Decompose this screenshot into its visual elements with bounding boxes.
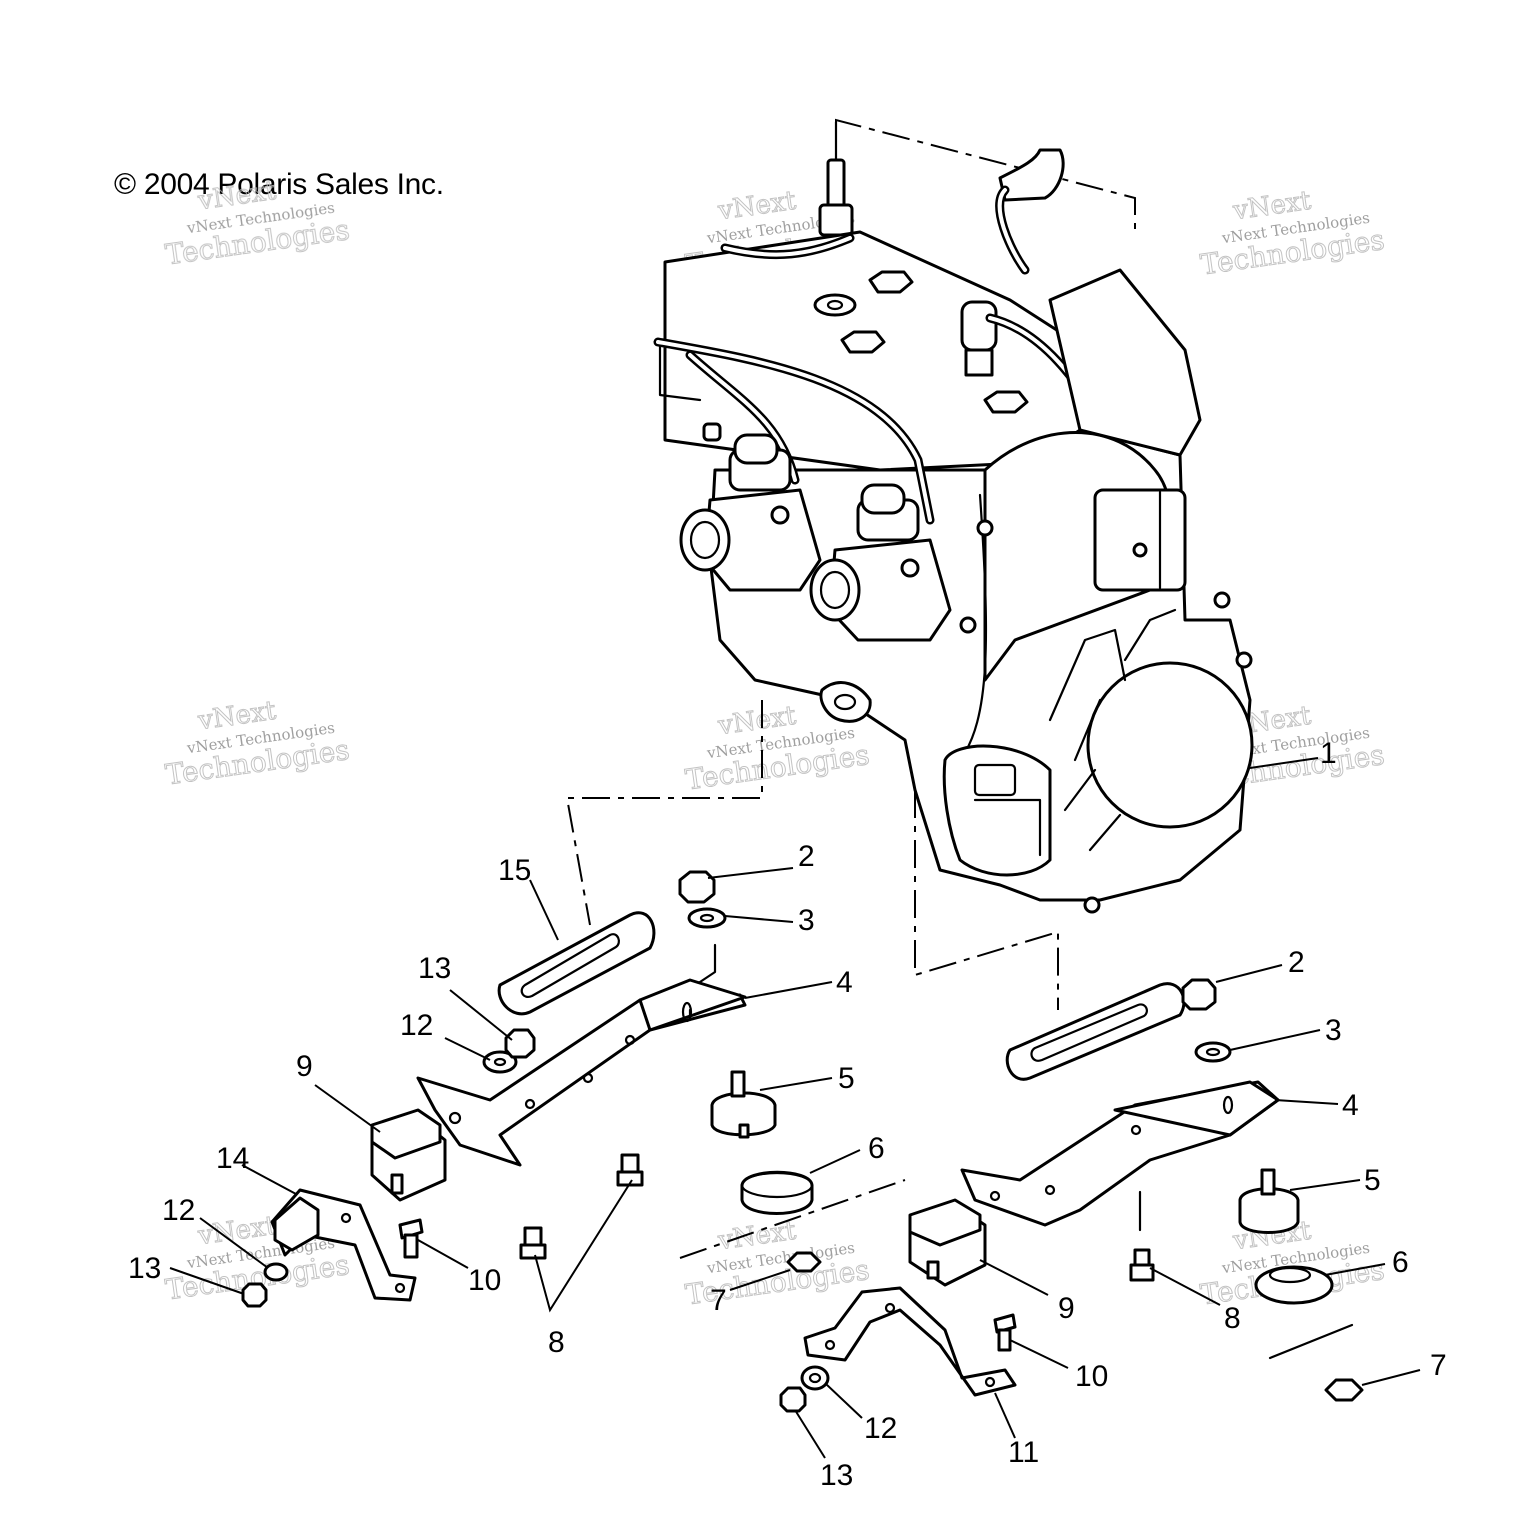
callout-3-right: 3 — [1325, 1014, 1342, 1047]
callout-11: 11 — [1008, 1436, 1039, 1469]
callout-12-left: 12 — [162, 1194, 195, 1227]
recoil-starter-handle — [942, 744, 1052, 877]
washer-12-bottom — [800, 1365, 830, 1391]
spark-plug-hex — [818, 203, 854, 237]
cooling-fins — [1048, 608, 1177, 852]
nut-13-left — [241, 1282, 268, 1308]
block-bolt-1 — [976, 519, 994, 537]
bolt-8-left-b — [519, 1226, 547, 1260]
rubber-mount-5-right — [1238, 1168, 1300, 1234]
nut-13-bottom — [779, 1386, 807, 1413]
callout-14: 14 — [216, 1142, 249, 1175]
nut-7-left — [786, 1251, 822, 1273]
callout-4-right: 4 — [1342, 1089, 1359, 1122]
spacer-6-left — [740, 1170, 814, 1215]
engine-assembly — [653, 118, 1254, 914]
block-bolt-5 — [1083, 896, 1101, 914]
head-bolt-1 — [868, 270, 914, 294]
block-bolt-3 — [1213, 591, 1231, 609]
engine-bracket-4-right — [960, 1080, 1280, 1227]
isolator-9-left — [370, 1108, 447, 1202]
bolt-8-left-a — [616, 1153, 644, 1187]
callout-12-upper: 12 — [400, 1009, 433, 1042]
block-bolt-2 — [959, 616, 977, 634]
callout-9-left: 9 — [296, 1050, 313, 1083]
magneto-cover — [1048, 268, 1202, 457]
mount-plate-15-right — [1005, 982, 1186, 1081]
callout-10-left: 10 — [468, 1264, 501, 1297]
bolt-8-right — [1129, 1248, 1155, 1282]
callout-8-right: 8 — [1224, 1302, 1241, 1335]
spacer-6-right — [1254, 1265, 1334, 1305]
callout-3-left: 3 — [798, 904, 815, 937]
nut-13-upper — [504, 1028, 536, 1059]
callout-13-upper: 13 — [418, 952, 451, 985]
nut-2-left — [678, 870, 716, 904]
washer-3-right — [1194, 1041, 1232, 1063]
callout-numbers: 1 2 3 4 5 6 7 8 9 10 11 12 12 12 13 13 1… — [128, 737, 1447, 1492]
carburetor-inlet-right — [809, 558, 861, 622]
mount-bracket-14 — [270, 1188, 417, 1302]
callout-5-left: 5 — [838, 1062, 855, 1095]
guide-line-lower-right — [1268, 1323, 1354, 1360]
guide-line-lower-left — [679, 1179, 906, 1259]
callout-2-right: 2 — [1288, 946, 1305, 979]
callout-7-right: 7 — [1430, 1349, 1447, 1382]
callout-12-bottom: 12 — [864, 1412, 897, 1445]
spark-plug-cap — [998, 148, 1065, 202]
spark-plug-washer — [813, 293, 857, 317]
spark-plug-cap-2 — [960, 300, 998, 352]
callout-15: 15 — [498, 854, 531, 887]
callout-6-left: 6 — [868, 1132, 885, 1165]
isolator-9-right — [908, 1198, 987, 1287]
copyright-notice: © 2004 Polaris Sales Inc. — [114, 168, 444, 201]
callout-13-bottom: 13 — [820, 1459, 853, 1492]
callout-4-left: 4 — [836, 966, 853, 999]
spark-plug — [826, 158, 846, 212]
mount-plate-15-left — [497, 911, 656, 1016]
callout-1: 1 — [1320, 737, 1337, 770]
carburetor-inlet-left — [679, 508, 731, 572]
callout-6-right: 6 — [1392, 1246, 1409, 1279]
carburetor-right — [809, 483, 952, 642]
leader-lines — [169, 757, 1421, 1459]
mount-bracket-11 — [803, 1286, 1017, 1397]
head-bolt-3 — [983, 390, 1029, 414]
rubber-mount-5-left — [710, 1070, 777, 1139]
nut-7-right — [1324, 1378, 1364, 1402]
bolt-10-right — [993, 1313, 1017, 1352]
head-plug — [702, 422, 722, 442]
callout-10-right: 10 — [1075, 1360, 1108, 1393]
spark-plug-guide-line — [835, 118, 1136, 232]
callout-5-right: 5 — [1364, 1164, 1381, 1197]
guide-line-left — [565, 700, 763, 926]
carburetor-left — [679, 433, 822, 592]
ignition-coil — [1093, 488, 1187, 592]
flywheel-cover — [1086, 661, 1254, 829]
engine-bracket-4-left — [416, 978, 747, 1167]
exhaust-flange — [819, 681, 872, 723]
callout-2-left: 2 — [798, 840, 815, 873]
callout-9-right: 9 — [1058, 1292, 1075, 1325]
washer-12-left — [263, 1262, 289, 1282]
washer-12-upper — [482, 1050, 518, 1074]
nut-2-right — [1181, 978, 1217, 1011]
watermark-4: vNext vNext Technologies Technologies — [163, 695, 352, 792]
callout-7-left: 7 — [710, 1284, 727, 1317]
head-bolt-2 — [840, 330, 886, 354]
callout-13-left: 13 — [128, 1252, 161, 1285]
watermark-1: vNext vNext Technologies Technologies — [163, 175, 352, 272]
block-bolt-4 — [1235, 651, 1253, 669]
watermark-3: vNext vNext Technologies Technologies — [1198, 185, 1387, 282]
callout-8-left: 8 — [548, 1326, 565, 1359]
watermark-8: vNext vNext Technologies Technologies — [683, 1215, 872, 1312]
bolt-10-left — [398, 1218, 424, 1259]
guide-line-right — [914, 790, 1059, 1010]
washer-3-left — [687, 907, 727, 929]
